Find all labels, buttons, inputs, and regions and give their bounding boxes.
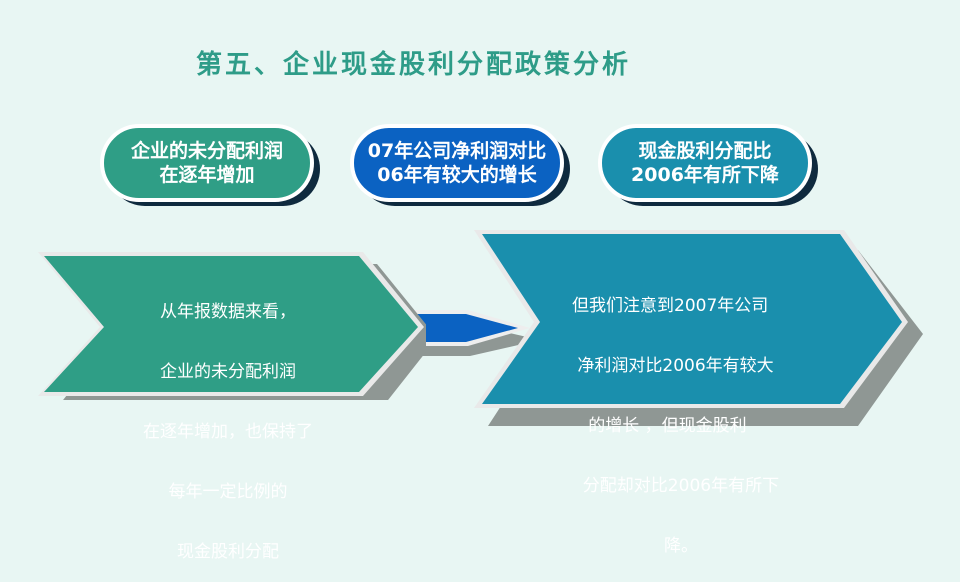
right-text-line: 但我们注意到2007年公司 — [572, 296, 769, 316]
right-text-line: 分配却对比2006年有所下 — [572, 476, 780, 496]
right-arrow-text: 但我们注意到2007年公司 净利润对比2006年有较大 的增长 ，但现金股利 分… — [572, 256, 822, 576]
pill-net-profit-growth: 07年公司净利润对比 06年有较大的增长 — [350, 124, 570, 206]
left-text-line: 企业的未分配利润 — [160, 362, 296, 382]
pill-line-1: 现金股利分配比 — [638, 140, 772, 162]
pill-body: 现金股利分配比 2006年有所下降 — [598, 124, 812, 202]
right-text-line: 降。 — [664, 536, 698, 556]
pill-dividend-decline: 现金股利分配比 2006年有所下降 — [598, 124, 818, 206]
right-text-line: 净利润对比2006年有较大 — [572, 356, 774, 376]
pill-body: 07年公司净利润对比 06年有较大的增长 — [350, 124, 564, 202]
slide-title: 第五、企业现金股利分配政策分析 — [196, 50, 632, 80]
pill-line-1: 企业的未分配利润 — [130, 140, 283, 162]
left-text-line: 每年一定比例的 — [168, 482, 288, 502]
connector-arrow — [380, 300, 540, 360]
left-chevron-arrow — [26, 250, 426, 400]
pill-line-2: 在逐年增加 — [159, 164, 255, 186]
right-text-line: 的增长 ，但现金股利 — [572, 416, 747, 436]
left-text-line: 在逐年增加，也保持了 — [143, 422, 313, 442]
pill-line-1: 07年公司净利润对比 — [367, 140, 547, 162]
pill-body: 企业的未分配利润 在逐年增加 — [100, 124, 314, 202]
pill-line-2: 06年有较大的增长 — [377, 164, 537, 186]
right-chevron-arrow — [472, 230, 932, 430]
pill-line-2: 2006年有所下降 — [631, 164, 779, 186]
pill-undistributed-profit: 企业的未分配利润 在逐年增加 — [100, 124, 320, 206]
left-arrow-text: 从年报数据来看， 企业的未分配利润 在逐年增加，也保持了 每年一定比例的 现金股… — [118, 262, 338, 582]
left-text-line: 现金股利分配 — [177, 542, 279, 562]
left-text-line: 从年报数据来看， — [160, 302, 296, 322]
